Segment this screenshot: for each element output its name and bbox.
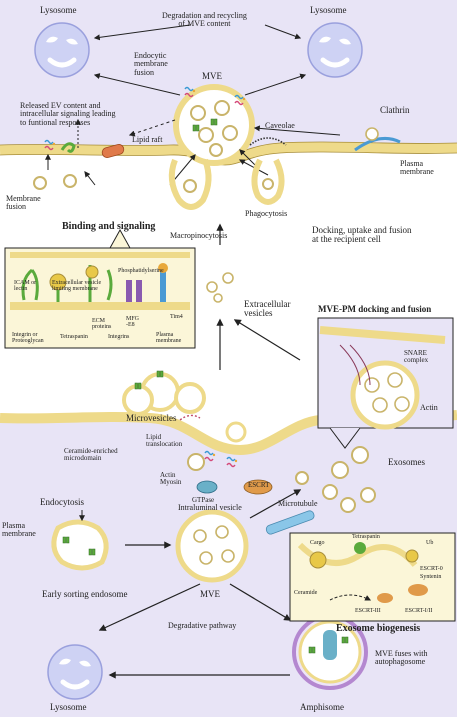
bio-label-cargo: Cargo xyxy=(310,540,325,546)
binding-receptor xyxy=(60,142,76,153)
caveolae xyxy=(249,137,287,146)
bio-label-escrt12: ESCRT-I/II xyxy=(405,608,433,614)
inset-label-integrins: Integrins xyxy=(108,334,130,340)
label-early-sorting-endosome: Early sorting endosome xyxy=(42,589,128,599)
bio-label-ub: Ub xyxy=(426,540,434,546)
label-mve-top: MVE xyxy=(202,71,222,81)
bio-label-escrt3: ESCRT-III xyxy=(355,608,381,614)
early-sorting-endosome xyxy=(51,519,109,571)
microtubule xyxy=(265,510,315,535)
exosome xyxy=(351,446,369,464)
gtpase-blob xyxy=(196,480,218,494)
inset-label-tetraspanin: Tetraspanin xyxy=(60,334,88,340)
inset-label-tim4: Tim4 xyxy=(170,314,183,320)
bio-label-ceramide: Ceramide xyxy=(294,590,318,596)
ev-particle xyxy=(213,293,223,303)
phagocytosis-cup xyxy=(251,158,285,205)
bio-label-escrt0: ESCRT-0 xyxy=(420,566,443,572)
label-amphisome: Amphisome xyxy=(300,702,344,712)
ev-particle xyxy=(222,272,234,284)
mve-pm-inset xyxy=(317,317,454,449)
vesicle-binding xyxy=(63,174,77,188)
lysosome-top-left xyxy=(35,23,89,77)
escrt-blob xyxy=(243,479,273,495)
microvesicle xyxy=(174,382,206,414)
bio-label-syntenin: Syntenin xyxy=(420,574,442,580)
biogenesis-inset xyxy=(289,532,456,622)
ev-particle xyxy=(206,281,218,293)
label-lysosome-bottom: Lysosome xyxy=(50,702,87,712)
label-lysosome-top-right: Lysosome xyxy=(310,5,347,15)
label-degradative-pathway: Degradative pathway xyxy=(168,621,237,630)
label-endocytosis: Endocytosis xyxy=(40,497,84,507)
macropinocytosis-cup xyxy=(168,158,212,210)
inset-label-mfg-e8: MFG-E8 xyxy=(126,316,140,329)
budding-vesicle xyxy=(225,421,247,443)
lysosome-bottom xyxy=(48,645,102,699)
exosome xyxy=(322,484,338,500)
label-lysosome-top-left: Lysosome xyxy=(40,5,77,15)
label-actin-inset: Actin xyxy=(420,403,438,412)
binding-inset xyxy=(4,228,196,349)
exosome xyxy=(331,461,349,479)
label-mve-pm: MVE-PM docking and fusion xyxy=(318,304,432,314)
label-binding-signaling: Binding and signaling xyxy=(62,221,156,232)
exosome xyxy=(340,497,356,513)
label-caveolae: Caveolae xyxy=(265,121,295,130)
mve-bottom xyxy=(175,509,249,583)
label-microtubule: Microtubule xyxy=(278,499,318,508)
label-phagocytosis: Phagocytosis xyxy=(245,209,288,218)
lipid-raft xyxy=(101,144,125,158)
bio-label-tetraspanin: Tetraspanin xyxy=(352,534,380,540)
exosome xyxy=(360,487,376,503)
mve-top xyxy=(173,84,255,166)
label-clathrin: Clathrin xyxy=(380,105,410,115)
label-intraluminal-vesicle: Intraluminal vesicle xyxy=(178,503,242,512)
label-mve-bottom: MVE xyxy=(200,589,220,599)
vesicle-fusing xyxy=(33,176,47,190)
clathrin-pit xyxy=(354,136,401,152)
label-exosome-biogenesis: Exosome biogenesis xyxy=(336,623,421,634)
lysosome-top-right xyxy=(308,23,362,77)
inset-label-phosphatidylserine: Phosphatidylserine xyxy=(118,268,164,274)
label-lipid-raft: Lipid raft xyxy=(132,135,163,144)
label-macropinocytosis: Macropinocytosis xyxy=(170,231,228,240)
label-microvesicles: Microvesicles xyxy=(126,413,177,423)
label-gtpase: GTPase xyxy=(192,496,215,504)
microvesicle xyxy=(122,384,154,416)
label-escrt: ESCRT xyxy=(248,481,270,489)
label-exosomes: Exosomes xyxy=(388,457,425,467)
